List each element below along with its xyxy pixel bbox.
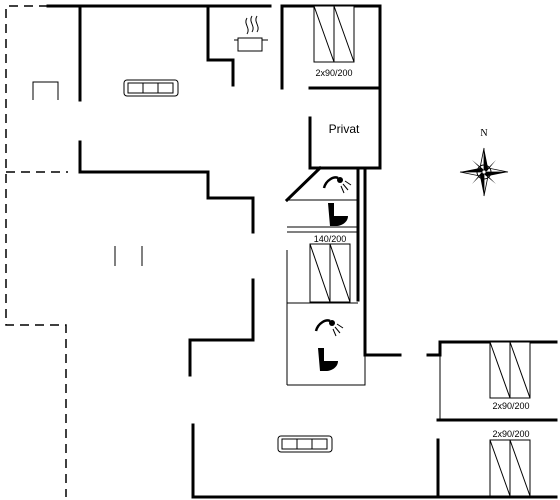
bed-icon <box>489 341 531 399</box>
terrace-outline-left <box>5 5 68 497</box>
fireplace-icon <box>32 81 59 100</box>
toilet-icon <box>328 203 348 226</box>
bed-icon <box>489 439 531 497</box>
thin-partitions <box>114 199 441 420</box>
toilet-icon <box>318 348 338 371</box>
sofa-icon <box>277 435 333 453</box>
compass-north-label: N <box>480 128 487 139</box>
shower-icon <box>322 176 352 194</box>
sofa-icon <box>123 79 179 97</box>
walls <box>46 4 558 499</box>
compass-icon <box>459 147 509 197</box>
stove-icon <box>234 15 268 52</box>
bed-icon <box>309 243 351 303</box>
bed-size-label: 140/200 <box>314 234 347 244</box>
bed-size-label: 2x90/200 <box>492 429 529 439</box>
bed-icon <box>313 5 355 63</box>
shower-icon <box>314 319 344 337</box>
room-label-privat: Privat <box>329 122 360 136</box>
bed-size-label: 2x90/200 <box>315 68 352 78</box>
bed-size-label: 2x90/200 <box>492 401 529 411</box>
